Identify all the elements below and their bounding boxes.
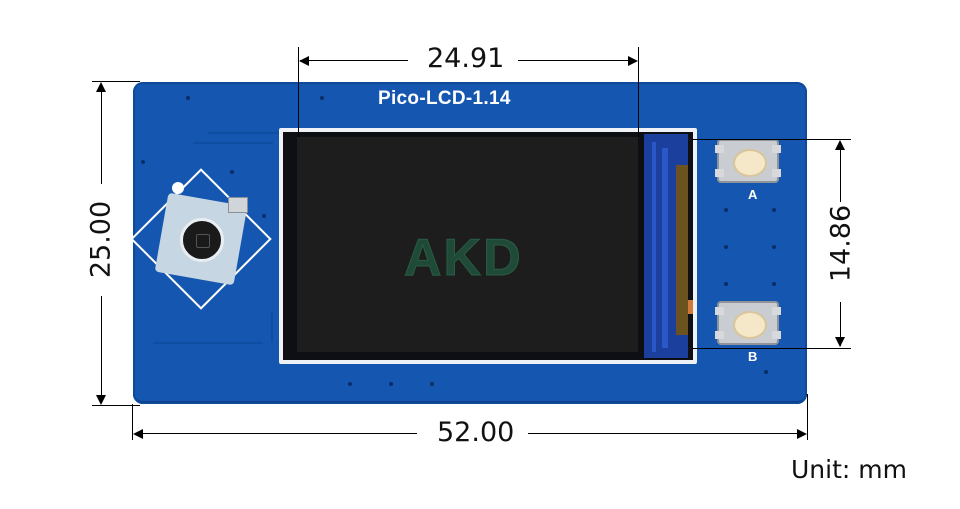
pcb-trace [193, 142, 273, 144]
arrow-up-icon [835, 140, 845, 150]
via-dot [230, 170, 234, 174]
dim-bottom-line-left [135, 433, 417, 434]
dim-bottom-ext-right [807, 394, 808, 440]
dim-left-ext-top [92, 81, 140, 82]
arrow-right-icon [797, 429, 807, 439]
via-dot [724, 282, 728, 286]
arrow-left-icon [133, 429, 143, 439]
dim-top-line-right [518, 60, 636, 61]
via-dot [772, 208, 776, 212]
dim-bottom-width: 52.00 [437, 417, 515, 448]
dim-top-width: 24.91 [427, 43, 505, 74]
via-dot [430, 382, 434, 386]
resistor [688, 300, 693, 314]
lcd-screen [297, 137, 638, 352]
fpc-stripe [652, 142, 656, 352]
dim-left-line-bottom [101, 296, 102, 402]
board-title: Pico-LCD-1.14 [378, 88, 511, 109]
via-dot [724, 245, 728, 249]
joystick-pad [228, 197, 248, 213]
button-b-cap [733, 311, 767, 339]
via-dot [186, 96, 190, 100]
dim-top-line-left [300, 60, 408, 61]
button-pad [772, 169, 781, 177]
dim-left-line-top [101, 84, 102, 184]
dim-right-ext-bottom [693, 348, 851, 349]
dim-right-line-top [840, 142, 841, 202]
arrow-left-icon [299, 56, 309, 66]
screen-logo: AKD [404, 229, 523, 288]
button-a-cap [733, 149, 767, 177]
via-dot [764, 370, 768, 374]
button-pad [715, 331, 724, 339]
via-dot [772, 245, 776, 249]
joystick-knob [180, 218, 224, 262]
via-dot [348, 382, 352, 386]
via-dot [141, 160, 145, 164]
button-pad [772, 307, 781, 315]
arrow-right-icon [628, 56, 638, 66]
via-dot [262, 214, 266, 218]
joystick-knob-square-icon [196, 234, 210, 248]
mounting-hole-marker [172, 182, 184, 194]
via-dot [724, 208, 728, 212]
button-b[interactable] [715, 301, 781, 345]
arrow-up-icon [96, 82, 106, 92]
pcb-trace [153, 342, 263, 344]
dim-right-line-bottom [840, 302, 841, 346]
dim-left-height: 25.00 [85, 200, 117, 279]
button-pad [715, 169, 724, 177]
dim-left-ext-bottom [92, 405, 140, 406]
fpc-tape [676, 165, 688, 335]
arrow-down-icon [96, 395, 106, 405]
unit-label: Unit: mm [791, 455, 907, 484]
dim-right-height: 14.86 [825, 204, 857, 283]
dim-top-ext-left [298, 47, 299, 137]
button-pad [715, 145, 724, 153]
button-pad [715, 307, 724, 315]
pcb-trace [208, 132, 333, 134]
pcb-trace [253, 312, 273, 342]
via-dot [389, 382, 393, 386]
button-pad [772, 331, 781, 339]
arrow-down-icon [835, 337, 845, 347]
fpc-stripe [662, 148, 668, 348]
dim-bottom-line-right [528, 433, 804, 434]
button-pad [772, 145, 781, 153]
dim-right-ext-top [693, 139, 851, 140]
button-b-label: B [748, 349, 758, 364]
button-a[interactable] [715, 139, 781, 183]
dim-top-ext-right [638, 47, 639, 137]
dim-bottom-ext-left [132, 404, 133, 440]
via-dot [320, 96, 324, 100]
via-dot [772, 282, 776, 286]
joystick [130, 168, 272, 310]
button-a-label: A [748, 187, 758, 202]
